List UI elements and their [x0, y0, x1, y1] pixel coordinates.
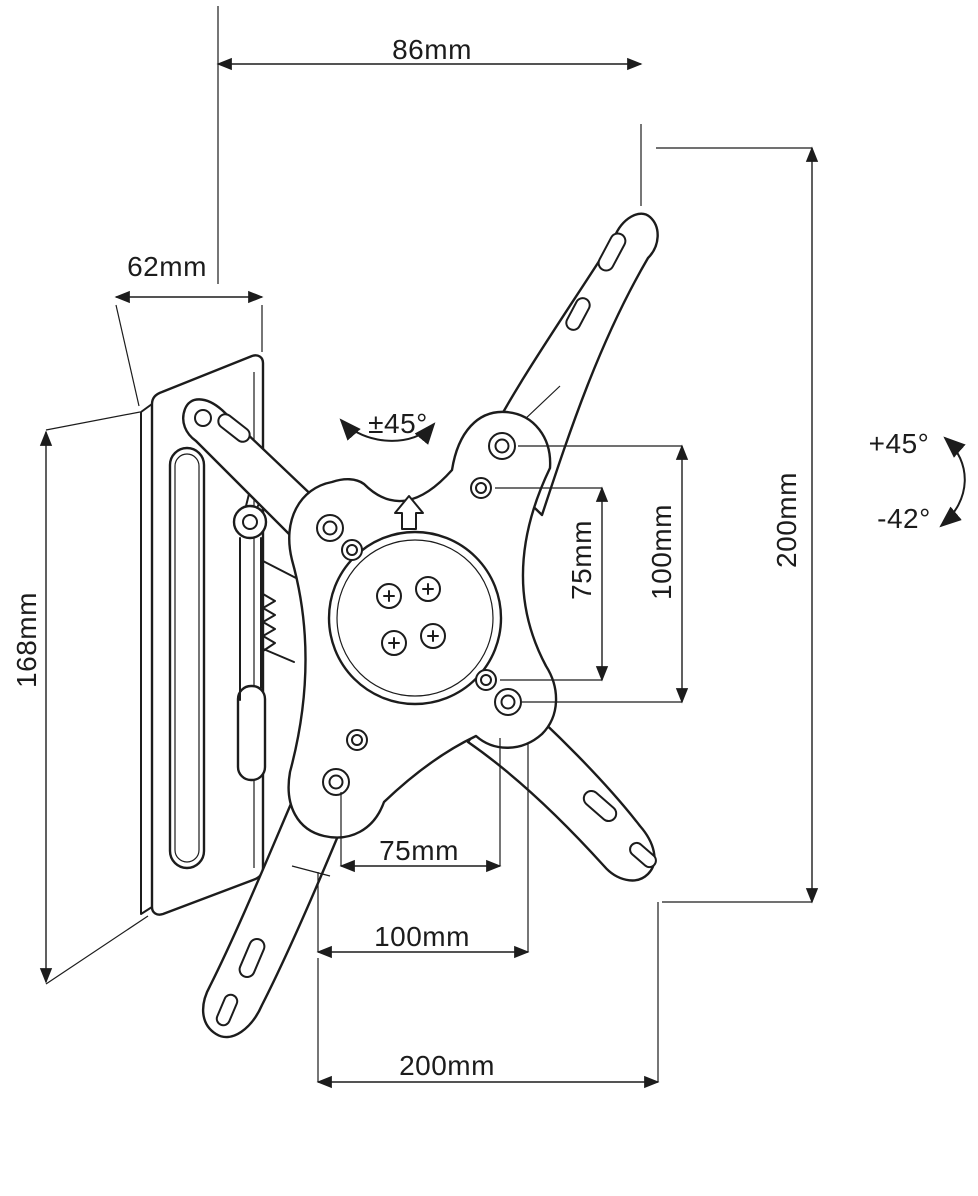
swivel-arc-arrow — [339, 418, 436, 445]
tilt-down-label: -42° — [877, 503, 931, 534]
wall-plate — [140, 354, 265, 916]
center-screws — [376, 576, 446, 656]
dimension-label-wall-plate-height: 168mm — [11, 592, 42, 688]
vesa-holes-100 — [316, 432, 522, 796]
swivel-joint — [232, 489, 297, 782]
dimension-label-top-width: 86mm — [392, 34, 472, 65]
dimension-label-vesa-vertical-100: 100mm — [646, 504, 677, 600]
dimension-label-vesa-horizontal-75: 75mm — [379, 835, 459, 866]
dimension-label-wall-plate-depth: 62mm — [127, 251, 207, 282]
vesa-plate — [287, 410, 558, 839]
dimension-label-vesa-horizontal-100: 100mm — [374, 921, 470, 952]
vesa-holes-75 — [341, 477, 497, 751]
dimension-label-vesa-vertical-75: 75mm — [566, 520, 597, 600]
tilt-up-label: +45° — [868, 428, 930, 459]
motion-arrows — [339, 418, 966, 528]
up-arrow-icon — [394, 495, 424, 530]
dimension-label-overall-height: 200mm — [771, 472, 802, 568]
arm-bottom-left — [202, 790, 354, 1039]
swivel-range-label: ±45° — [368, 408, 428, 439]
dimension-label-overall-width: 200mm — [399, 1050, 495, 1081]
dimension-lines — [39, 6, 819, 1089]
tilt-arc-arrow — [939, 436, 966, 528]
arm-top-left — [182, 398, 324, 547]
